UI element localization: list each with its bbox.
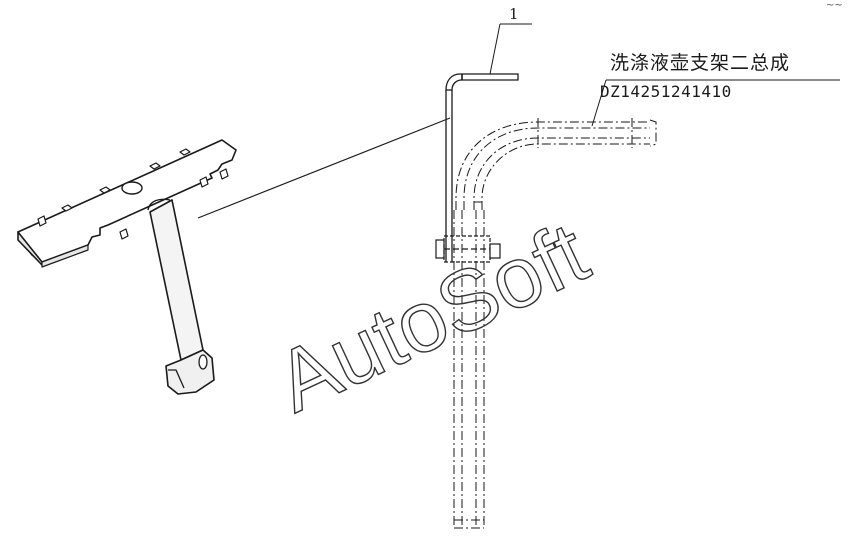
watermark-text: AutoSoft — [262, 204, 602, 430]
bracket-hook — [165, 349, 215, 395]
callout-leader — [489, 23, 532, 75]
part-name-leader — [591, 79, 840, 127]
view-connector-line — [197, 117, 451, 219]
part-code-label: DZ14251241410 — [600, 82, 732, 101]
corner-mark: ~~ — [826, 0, 843, 11]
ortho-bolt — [435, 235, 501, 263]
bracket-strap — [149, 199, 204, 361]
part-name-label: 洗涤液壶支架二总成 — [610, 52, 791, 74]
bracket-plate-hole — [121, 181, 143, 195]
ortho-top-flange — [445, 73, 519, 91]
phantom-pipes — [453, 118, 657, 529]
watermark: AutoSoft — [261, 204, 602, 432]
bracket-3d-view — [17, 139, 237, 395]
bracket-ortho-view — [435, 73, 657, 529]
callout-number: 1 — [509, 5, 519, 23]
bracket-plate-top — [17, 139, 237, 263]
bracket-hook-hole — [198, 354, 208, 370]
